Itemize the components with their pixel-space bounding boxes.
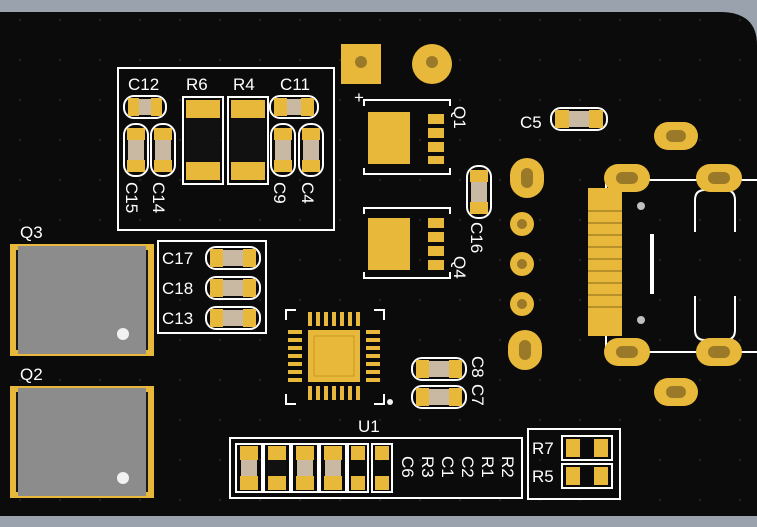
- resistor-r4[interactable]: [227, 96, 269, 185]
- passive-row-outline: [229, 437, 523, 499]
- passive-c6[interactable]: [235, 443, 263, 493]
- capacitor-c9[interactable]: [270, 123, 296, 177]
- transistor-q1[interactable]: [363, 99, 451, 175]
- label-c15: C15: [122, 182, 141, 213]
- label-c6: C6: [398, 456, 417, 478]
- round-test-pad[interactable]: [412, 44, 452, 84]
- label-r4: R4: [233, 75, 255, 94]
- label-c18: C18: [162, 279, 193, 298]
- label-c14: C14: [149, 182, 168, 213]
- label-q2: Q2: [20, 365, 43, 384]
- label-r1: R1: [478, 456, 497, 478]
- capacitor-c14[interactable]: [150, 123, 176, 177]
- label-q1: Q1: [450, 106, 469, 129]
- capacitor-c11[interactable]: [269, 95, 319, 119]
- component-group-outline: [117, 67, 335, 231]
- resistor-r7[interactable]: [561, 435, 613, 461]
- label-c16: C16: [467, 222, 486, 253]
- label-r6: R6: [186, 75, 208, 94]
- transistor-q4[interactable]: [363, 207, 451, 279]
- label-q3: Q3: [20, 223, 43, 242]
- label-r3: R3: [418, 456, 437, 478]
- passive-c1[interactable]: [291, 443, 319, 493]
- through-hole-column[interactable]: [508, 158, 544, 370]
- capacitor-c16[interactable]: [466, 165, 492, 219]
- resistor-r6[interactable]: [182, 96, 224, 185]
- label-c2: C2: [458, 456, 477, 478]
- label-u1: U1: [358, 417, 380, 436]
- capacitor-c13[interactable]: [205, 306, 261, 330]
- passive-r1[interactable]: [347, 443, 369, 493]
- label-c11: C11: [280, 75, 310, 94]
- label-c7: C7: [468, 384, 487, 406]
- resistor-group-outline: [527, 428, 621, 500]
- capacitor-c12[interactable]: [123, 95, 167, 119]
- plus-marking: +: [354, 88, 364, 107]
- label-c5: C5: [520, 113, 542, 132]
- capacitor-c5[interactable]: [550, 107, 608, 131]
- label-r5: R5: [532, 467, 554, 486]
- label-c1: C1: [438, 456, 457, 478]
- label-r2: R2: [498, 456, 517, 478]
- capacitor-c18[interactable]: [205, 276, 261, 300]
- capacitor-c4[interactable]: [298, 123, 324, 177]
- capacitor-group-outline: [157, 240, 267, 334]
- label-c17: C17: [162, 249, 193, 268]
- capacitor-c17[interactable]: [205, 246, 261, 270]
- label-c4: C4: [298, 182, 317, 204]
- usb-connector[interactable]: [588, 122, 757, 406]
- resistor-r5[interactable]: [561, 463, 613, 489]
- square-test-pad[interactable]: [341, 44, 381, 84]
- capacitor-c7[interactable]: [411, 385, 467, 409]
- capacitor-c8[interactable]: [411, 357, 467, 381]
- passive-r3[interactable]: [263, 443, 291, 493]
- label-c8: C8: [468, 356, 487, 378]
- capacitor-c15[interactable]: [123, 123, 149, 177]
- label-q4: Q4: [450, 256, 469, 279]
- passive-r2[interactable]: [371, 443, 393, 493]
- ic-u1[interactable]: [285, 309, 393, 405]
- passive-c2[interactable]: [319, 443, 347, 493]
- label-c12: C12: [128, 75, 159, 94]
- module-q2[interactable]: [10, 386, 154, 498]
- label-c13: C13: [162, 309, 193, 328]
- label-c9: C9: [270, 182, 289, 204]
- module-q3[interactable]: [10, 244, 154, 356]
- label-r7: R7: [532, 439, 554, 458]
